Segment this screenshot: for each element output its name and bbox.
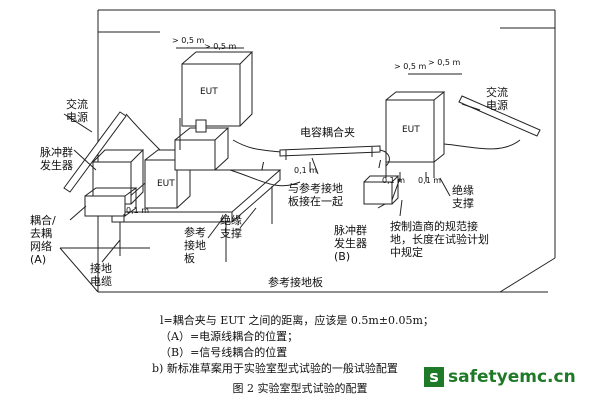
note-line-1: l=耦合夹与 EUT 之间的距离，应该是 0.5m±0.05m； bbox=[160, 314, 434, 327]
label-ref-ground-plane-floor: 参考接地板 bbox=[268, 276, 323, 289]
label-coupling-network: 耦合/ 去耦 网络 (A) bbox=[30, 214, 56, 266]
label-connect-to-ref-plane: 与参考接地 板接在一起 bbox=[288, 182, 343, 208]
coupling-network-box bbox=[84, 187, 138, 217]
dim-mid-clamp: 0,1 m bbox=[294, 166, 318, 175]
burst-generator-right-box bbox=[363, 175, 400, 205]
eut-upper-box bbox=[181, 51, 254, 127]
label-ac-power-right: 交流 电源 bbox=[486, 86, 508, 112]
label-ground-per-spec: 按制造商的规范接 地，长度在试验计划 中规定 bbox=[390, 220, 489, 259]
dim-right-eut-b: 0,1 m bbox=[418, 176, 442, 185]
note-line-2: （A）=电源线耦合的位置； bbox=[160, 330, 299, 343]
dim-table-height: 0,1 m bbox=[126, 206, 150, 215]
dim-top-left-b: > 0,5 m bbox=[204, 42, 237, 51]
label-distance-marker-1: l bbox=[261, 160, 265, 173]
label-ac-power-left: 交流 电源 bbox=[66, 98, 88, 124]
floor-ground-plane bbox=[59, 247, 556, 293]
watermark: s safetyemc.cn bbox=[424, 366, 600, 390]
label-burst-generator-left: 脉冲群 发生器 bbox=[40, 146, 73, 172]
label-eut-upper: EUT bbox=[200, 87, 218, 97]
label-eut-lower: EUT bbox=[157, 179, 175, 189]
watermark-icon: s bbox=[424, 367, 444, 387]
table-equipment bbox=[174, 119, 230, 171]
label-capacitive-clamp: 电容耦合夹 bbox=[300, 126, 355, 139]
capacitive-clamp bbox=[279, 145, 381, 160]
dimension-arrows bbox=[123, 47, 462, 222]
caption-b: b) 新标准草案用于实验室型式试验的一般试验配置 bbox=[152, 362, 398, 375]
label-insulating-support-right: 绝缘 支撑 bbox=[452, 184, 474, 210]
note-line-3: （B）=信号线耦合的位置 bbox=[160, 346, 288, 359]
cables bbox=[125, 113, 521, 209]
eut-right-box bbox=[385, 91, 446, 178]
dim-top-left-a: > 0,5 m bbox=[172, 36, 205, 45]
leader-lines bbox=[63, 103, 481, 263]
label-ref-ground-plane-table: 参考 接地 板 bbox=[184, 226, 206, 265]
dim-right-eut-a: 0,1 m bbox=[382, 176, 406, 185]
label-eut-right: EUT bbox=[402, 125, 420, 135]
label-insulating-support-mid: 绝缘 支撑 bbox=[220, 214, 242, 240]
dim-top-right-b: > 0,5 m bbox=[428, 58, 461, 67]
ac-power-strip-left bbox=[63, 111, 127, 193]
dim-top-right-a: > 0,5 m bbox=[394, 62, 427, 71]
watermark-text: safetyemc.cn bbox=[448, 367, 576, 387]
label-ground-cable: 接地 电缆 bbox=[90, 262, 112, 288]
label-burst-generator-right: 脉冲群 发生器 (B) bbox=[334, 224, 367, 263]
figure-caption: 图 2 实验室型式试验的配置 bbox=[232, 382, 368, 395]
ac-power-strip-right bbox=[458, 95, 541, 137]
label-distance-marker-2: l bbox=[378, 158, 382, 171]
